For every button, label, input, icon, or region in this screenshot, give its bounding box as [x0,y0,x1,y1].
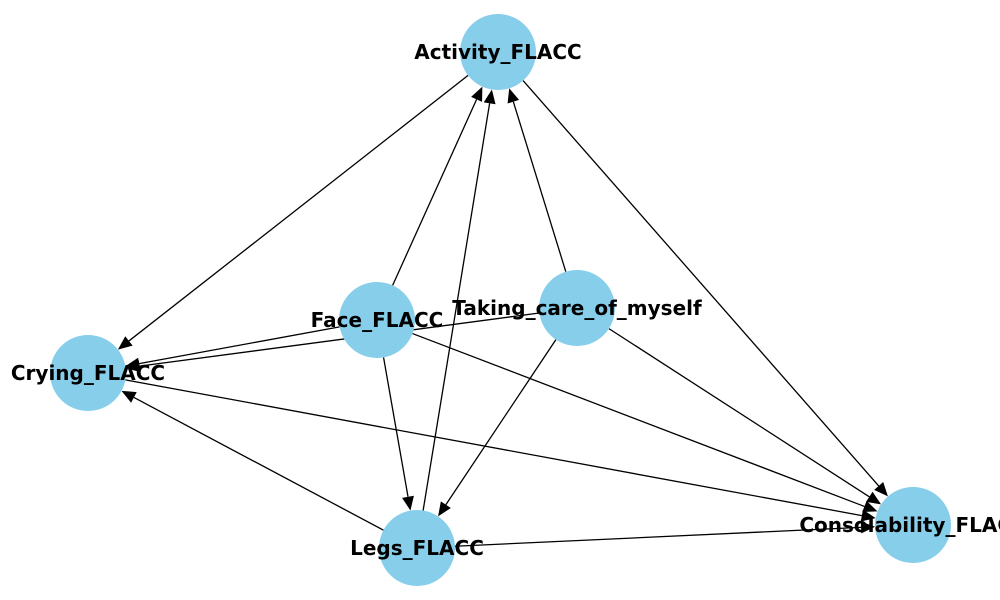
edge-legs-to-consolability [454,521,876,547]
arrowhead [471,86,483,102]
arrowhead [874,481,888,497]
node-face [339,282,415,358]
edge-line [445,339,557,506]
edge-line [139,312,540,367]
arrowhead [866,491,882,505]
edge-line [128,74,469,342]
node-taking [539,270,615,346]
edge-line [422,103,491,511]
node-circle [339,282,415,358]
edge-line [382,357,409,497]
nodes-layer: Activity_FLACC Crying_FLACC Face_FLACC Taki… [11,14,1000,586]
edge-line [512,101,567,272]
arrowhead [860,521,876,534]
node-circle [539,270,615,346]
edge-line [608,328,870,498]
edge-taking-to-crying [125,312,540,373]
edge-legs-to-crying [121,390,384,531]
edge-taking-to-activity [507,88,567,272]
arrowhead [117,336,133,350]
node-label-taking: Taking_care_of_myself [452,296,702,320]
arrowhead [402,495,414,511]
edges-layer [117,74,888,547]
edge-line [522,80,880,487]
arrowhead [862,500,878,513]
node-legs [379,510,455,586]
arrowhead [507,88,520,104]
arrowhead [860,509,876,522]
edge-face-to-activity [392,86,483,286]
arrowhead [483,89,496,105]
edge-taking-to-legs [438,339,557,517]
edge-activity-to-crying [117,74,469,350]
node-label-consolability: Consolability_FLACC [799,513,1000,537]
node-label-activity: Activity_FLACC [414,40,581,64]
edge-crying-to-consolability [125,379,876,522]
node-label-face: Face_FLACC [311,308,444,332]
node-activity [460,14,536,90]
edge-line [392,99,478,286]
node-circle [875,487,951,563]
edge-line [454,526,862,547]
node-consolability [875,487,951,563]
edge-line [139,326,340,365]
node-circle [50,335,126,411]
edge-face-to-legs [382,357,414,511]
node-label-legs: Legs_FLACC [350,536,484,560]
node-crying [50,335,126,411]
node-label-crying: Crying_FLACC [11,361,165,385]
edge-line [125,379,862,517]
edge-activity-to-consolability [522,80,888,497]
edge-line [133,396,384,531]
arrowhead [125,360,141,373]
edge-face-to-consolability [412,332,878,513]
node-circle [460,14,536,90]
edge-taking-to-consolability [608,328,882,505]
edge-legs-to-activity [422,89,496,511]
arrowhead [438,501,451,517]
node-circle [379,510,455,586]
arrowhead [121,390,137,403]
edge-line [412,332,865,508]
